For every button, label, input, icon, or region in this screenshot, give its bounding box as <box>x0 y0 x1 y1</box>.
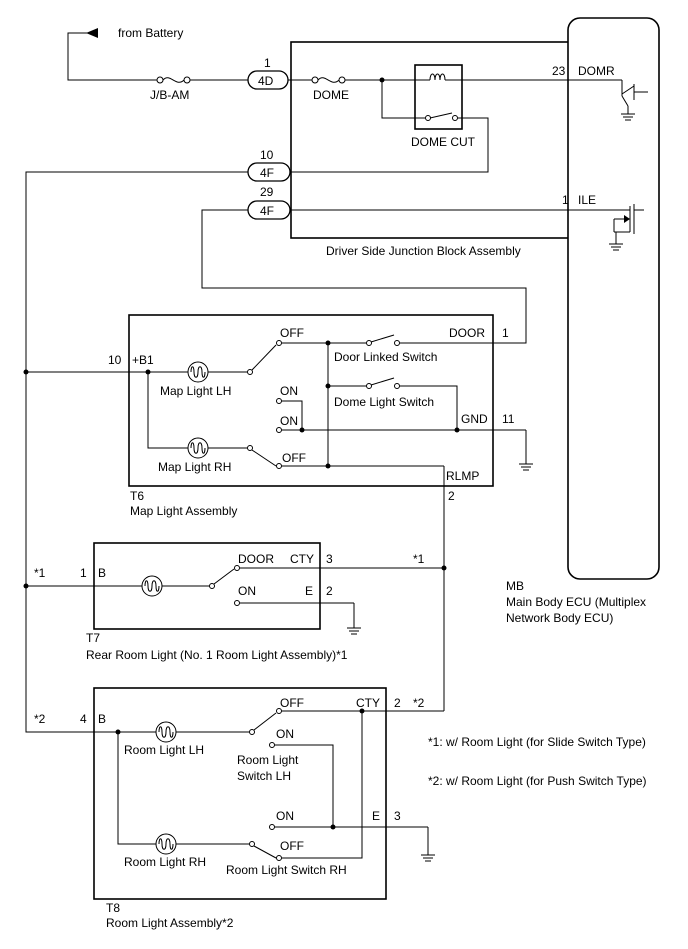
t6-pin-1-label: 1 <box>502 326 509 340</box>
note-2: *2: w/ Room Light (for Push Switch Type) <box>428 774 647 788</box>
map-light-assembly-box <box>128 314 494 487</box>
t7-b-label: B <box>98 566 106 580</box>
pin-23-label: 23 <box>552 64 566 78</box>
room-light-lh-bulb-icon <box>155 721 177 743</box>
pin-29-label: 29 <box>260 185 274 199</box>
t8-pin-3-label: 3 <box>394 809 401 823</box>
room-light-rh-bulb-icon <box>155 833 177 855</box>
relay-coil-icon <box>429 73 446 81</box>
t7-name-label: Rear Room Light (No. 1 Room Light Assemb… <box>86 648 348 662</box>
connector-4d-label: 4D <box>258 74 274 88</box>
room-light-switch-lh-label-2: Switch LH <box>237 769 291 783</box>
t7-pin-3-label: 3 <box>326 552 333 566</box>
gnd-ground-icon <box>519 430 533 471</box>
t7-e-label: E <box>305 584 313 598</box>
t8-pin-2-label: 2 <box>394 696 401 710</box>
t8-cty-label: CTY <box>356 696 380 710</box>
room-light-assembly-box <box>93 687 387 900</box>
ecu-pin-1-label: 1 <box>562 193 569 207</box>
dsjb-label: Driver Side Junction Block Assembly <box>326 244 521 258</box>
t8-code-label: T8 <box>106 901 120 915</box>
t6-pin-2-label: 2 <box>448 489 455 503</box>
battery-wire <box>67 32 157 81</box>
battery-arrow-icon <box>86 28 98 38</box>
t7-door-label: DOOR <box>238 552 274 566</box>
mark-1b-label: *1 <box>413 552 425 566</box>
door-label: DOOR <box>449 326 485 340</box>
t8-on2-label: ON <box>276 809 294 823</box>
room-light-rh-label: Room Light RH <box>124 855 206 869</box>
t6-code-label: T6 <box>130 489 144 503</box>
t7-pin-2-label: 2 <box>326 584 333 598</box>
pin-1-label: 1 <box>264 56 271 70</box>
rear-room-light-bulb-icon <box>141 575 163 597</box>
pin-10-label: 10 <box>260 148 274 162</box>
t7-pin-1-label: 1 <box>80 566 87 580</box>
on1-label: ON <box>280 384 298 398</box>
t8-b-label: B <box>98 712 106 726</box>
t6-pin-11-label: 11 <box>502 412 515 426</box>
connector-4f-b-label: 4F <box>260 204 274 218</box>
jb-am-label: J/B-AM <box>150 88 189 102</box>
mark-2a-label: *2 <box>34 712 46 726</box>
t7-on-label: ON <box>238 584 256 598</box>
dome-fuse-label: DOME <box>313 88 349 102</box>
domr-transistor-icon <box>621 80 648 121</box>
dome-cut-label: DOME CUT <box>411 135 476 149</box>
rlmp-label: RLMP <box>446 469 479 483</box>
t8-name-label: Room Light Assembly*2 <box>106 916 234 930</box>
t7-code-label: T7 <box>86 631 100 645</box>
map-light-lh-bulb-icon <box>187 361 209 383</box>
room-light-switch-lh-label-1: Room Light <box>237 753 299 767</box>
t8-on1-label: ON <box>276 727 294 741</box>
connector-4f-a-label: 4F <box>260 166 274 180</box>
t8-pin-4-label: 4 <box>80 712 87 726</box>
map-light-rh-bulb-icon <box>187 437 209 459</box>
ile-transistor-icon <box>609 204 644 251</box>
t8-off1-label: OFF <box>280 696 304 710</box>
b1-label: +B1 <box>132 353 154 367</box>
dome-light-switch-label: Dome Light Switch <box>334 395 434 409</box>
dome-light-switch-icon <box>366 377 400 389</box>
dome-cut-relay <box>414 64 463 130</box>
mark-2b-label: *2 <box>413 696 425 710</box>
off2-label: OFF <box>282 451 306 465</box>
off1-label: OFF <box>280 326 304 340</box>
mb-name-2-label: Network Body ECU) <box>506 611 613 625</box>
ile-label: ILE <box>578 193 596 207</box>
jb-am-fuse-icon <box>156 76 191 84</box>
t7-ground-icon <box>347 603 361 635</box>
t6-pin-10-label: 10 <box>108 353 122 367</box>
map-light-rh-label: Map Light RH <box>158 460 231 474</box>
t8-off2-label: OFF <box>280 839 304 853</box>
main-body-ecu-box <box>567 17 660 580</box>
door-linked-switch-icon <box>366 334 400 346</box>
t8-ground-icon <box>421 827 435 862</box>
note-1: *1: w/ Room Light (for Slide Switch Type… <box>428 735 646 749</box>
t7-cty-label: CTY <box>290 552 314 566</box>
mark-1a-label: *1 <box>34 566 46 580</box>
domr-label: DOMR <box>578 64 615 78</box>
door-linked-switch-label: Door Linked Switch <box>334 350 437 364</box>
t8-e-label: E <box>372 809 380 823</box>
from-battery-label: from Battery <box>118 26 183 40</box>
mb-name-1-label: Main Body ECU (Multiplex <box>506 595 646 609</box>
room-light-switch-rh-label: Room Light Switch RH <box>226 863 347 877</box>
dome-fuse-icon <box>311 76 346 84</box>
t6-name-label: Map Light Assembly <box>130 504 237 518</box>
room-light-lh-label: Room Light LH <box>124 743 204 757</box>
gnd-label: GND <box>461 412 488 426</box>
mb-code-label: MB <box>506 579 524 593</box>
on2-label: ON <box>280 414 298 428</box>
map-light-lh-label: Map Light LH <box>160 384 231 398</box>
